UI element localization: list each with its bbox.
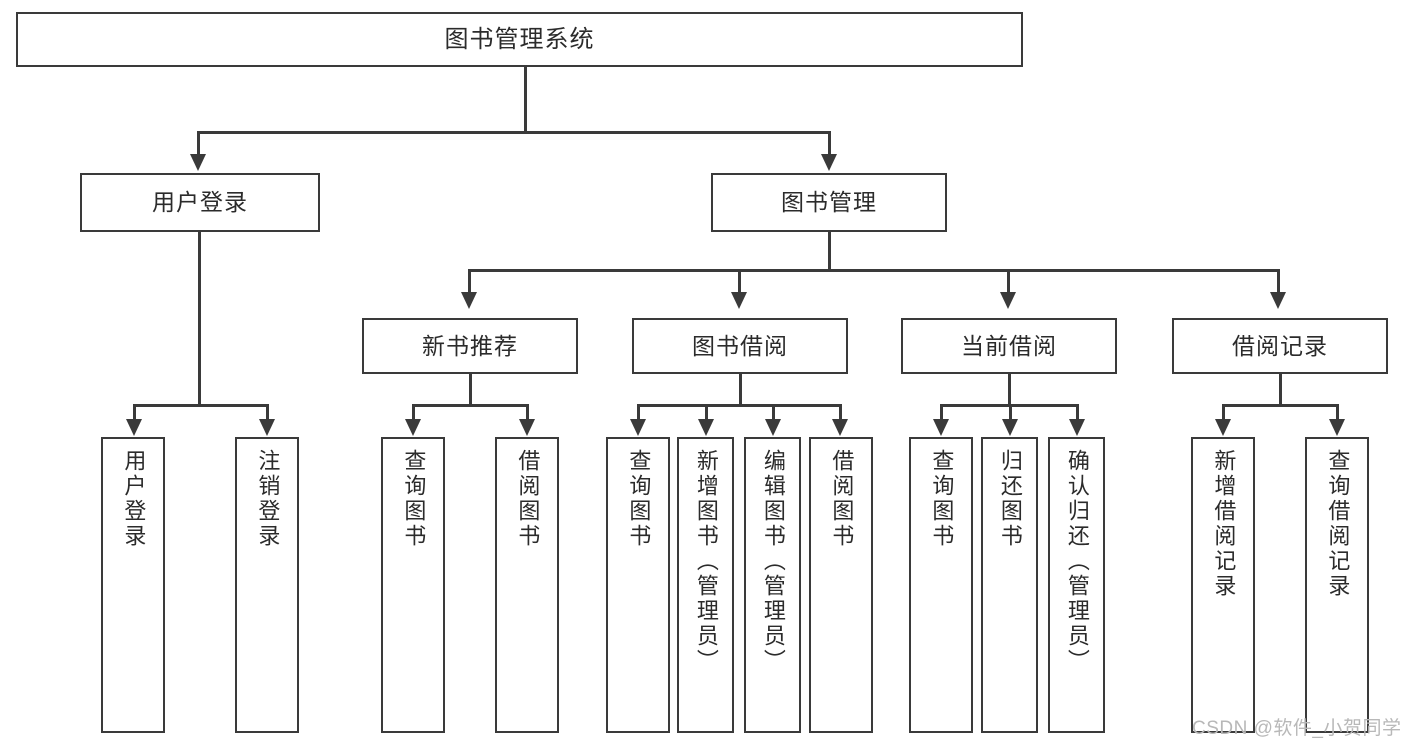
arrowhead-book-mgmt-to-new-books <box>461 292 477 309</box>
connector-root-stem <box>524 67 527 132</box>
arrowhead-borrow-to-leaf-5 <box>698 419 714 436</box>
leaf-confirm-return-admin[interactable]: 确认归还（管理员） <box>1048 437 1105 733</box>
connector-book-mgmt-to-borrow <box>738 269 741 294</box>
arrowhead-borrow-to-leaf-4 <box>630 419 646 436</box>
arrowhead-book-mgmt-to-records <box>1270 292 1286 309</box>
node-label: 归还图书 <box>997 449 1023 549</box>
node-label: 图书管理系统 <box>444 25 595 53</box>
node-book-borrow[interactable]: 图书借阅 <box>632 318 848 374</box>
node-label: 新增借阅记录 <box>1211 449 1237 599</box>
connector-borrow-stem <box>739 374 742 407</box>
leaf-user-login[interactable]: 用户登录 <box>101 437 165 733</box>
connector-new-books-stem <box>469 374 472 407</box>
arrowhead-current-to-leaf-10 <box>1069 419 1085 436</box>
connector-new-books-to-leaf-3 <box>526 404 529 421</box>
leaf-query-books-new[interactable]: 查询图书 <box>381 437 445 733</box>
leaf-add-borrow-record[interactable]: 新增借阅记录 <box>1191 437 1255 733</box>
leaf-return-books[interactable]: 归还图书 <box>981 437 1038 733</box>
node-label: 借阅记录 <box>1232 332 1328 359</box>
connector-records-to-leaf-11 <box>1222 404 1225 421</box>
node-root-system[interactable]: 图书管理系统 <box>16 12 1023 67</box>
node-label: 新增图书（管理员） <box>693 449 719 674</box>
connector-current-to-leaf-8 <box>940 404 943 421</box>
node-new-book-recommend[interactable]: 新书推荐 <box>362 318 578 374</box>
connector-new-books-to-leaf-2 <box>412 404 415 421</box>
connector-borrow-to-leaf-4 <box>637 404 640 421</box>
connector-book-mgmt-bus <box>468 269 1280 272</box>
arrowhead-new-books-to-leaf-3 <box>519 419 535 436</box>
connector-user-login-to-leaf-1 <box>266 404 269 421</box>
arrowhead-records-to-leaf-11 <box>1215 419 1231 436</box>
node-label: 确认归还（管理员） <box>1064 449 1090 674</box>
connector-records-to-leaf-12 <box>1336 404 1339 421</box>
connector-root-to-book-mgmt <box>828 131 831 156</box>
connector-records-bus <box>1222 404 1339 407</box>
connector-borrow-to-leaf-6 <box>772 404 775 421</box>
arrowhead-current-to-leaf-9 <box>1002 419 1018 436</box>
node-user-login[interactable]: 用户登录 <box>80 173 320 232</box>
arrowhead-book-mgmt-to-current <box>1000 292 1016 309</box>
arrowhead-user-login-to-leaf-1 <box>259 419 275 436</box>
leaf-borrow-books-new[interactable]: 借阅图书 <box>495 437 559 733</box>
leaf-query-books-borrow[interactable]: 查询图书 <box>606 437 670 733</box>
connector-root-to-user-login <box>197 131 200 156</box>
connector-borrow-to-leaf-7 <box>839 404 842 421</box>
arrowhead-root-to-book-mgmt <box>821 154 837 171</box>
arrowhead-borrow-to-leaf-7 <box>832 419 848 436</box>
node-label: 当前借阅 <box>961 332 1057 359</box>
arrowhead-borrow-to-leaf-6 <box>765 419 781 436</box>
node-label: 注销登录 <box>255 449 281 549</box>
connector-borrow-bus <box>637 404 841 407</box>
node-label: 用户登录 <box>121 449 147 549</box>
connector-book-mgmt-to-new-books <box>468 269 471 294</box>
node-book-management[interactable]: 图书管理 <box>711 173 947 232</box>
node-label: 查询图书 <box>929 449 955 549</box>
connector-user-login-to-leaf-0 <box>133 404 136 421</box>
connector-current-to-leaf-9 <box>1009 404 1012 421</box>
node-label: 查询图书 <box>401 449 427 549</box>
connector-user-login-bus <box>133 404 266 407</box>
arrowhead-records-to-leaf-12 <box>1329 419 1345 436</box>
node-label: 借阅图书 <box>829 449 855 549</box>
node-label: 借阅图书 <box>515 449 541 549</box>
leaf-edit-book-admin[interactable]: 编辑图书（管理员） <box>744 437 801 733</box>
connector-book-mgmt-stem <box>828 232 831 272</box>
connector-current-to-leaf-10 <box>1076 404 1079 421</box>
node-current-borrow[interactable]: 当前借阅 <box>901 318 1117 374</box>
connector-borrow-to-leaf-5 <box>705 404 708 421</box>
connector-book-mgmt-to-current <box>1007 269 1010 294</box>
leaf-add-book-admin[interactable]: 新增图书（管理员） <box>677 437 734 733</box>
leaf-logout[interactable]: 注销登录 <box>235 437 299 733</box>
leaf-query-borrow-record[interactable]: 查询借阅记录 <box>1305 437 1369 733</box>
arrowhead-book-mgmt-to-borrow <box>731 292 747 309</box>
node-label: 图书借阅 <box>692 332 788 359</box>
connector-user-login-stem <box>198 232 201 407</box>
connector-records-stem <box>1279 374 1282 407</box>
node-label: 查询图书 <box>626 449 652 549</box>
node-label: 新书推荐 <box>422 332 518 359</box>
node-label: 查询借阅记录 <box>1325 449 1351 599</box>
arrowhead-root-to-user-login <box>190 154 206 171</box>
connector-book-mgmt-to-records <box>1277 269 1280 294</box>
leaf-query-books-current[interactable]: 查询图书 <box>909 437 973 733</box>
node-borrow-records[interactable]: 借阅记录 <box>1172 318 1388 374</box>
arrowhead-new-books-to-leaf-2 <box>405 419 421 436</box>
leaf-borrow-books-borrow[interactable]: 借阅图书 <box>809 437 873 733</box>
arrowhead-user-login-to-leaf-0 <box>126 419 142 436</box>
connector-new-books-bus <box>412 404 529 407</box>
node-label: 编辑图书（管理员） <box>760 449 786 674</box>
node-label: 图书管理 <box>781 189 877 215</box>
connector-current-stem <box>1008 374 1011 407</box>
connector-root-bus <box>197 131 831 134</box>
arrowhead-current-to-leaf-8 <box>933 419 949 436</box>
node-label: 用户登录 <box>152 189 248 215</box>
